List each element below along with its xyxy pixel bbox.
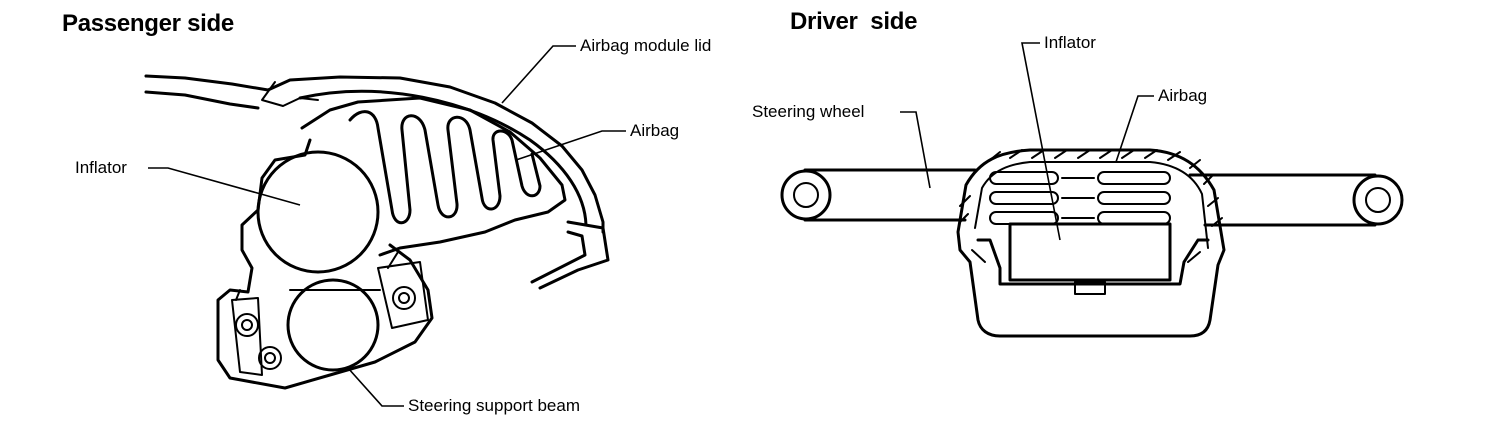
driver-folded-airbag bbox=[989, 171, 1171, 225]
leader-driver-airbag bbox=[1115, 95, 1154, 163]
leader-module-lid bbox=[501, 45, 576, 104]
label-driver-airbag: Airbag bbox=[1158, 86, 1208, 105]
leader-beam bbox=[347, 367, 404, 407]
label-passenger-inflator: Inflator bbox=[75, 158, 127, 177]
label-steering-wheel: Steering wheel bbox=[752, 102, 865, 121]
driver-side-title: Driver side bbox=[790, 8, 918, 35]
passenger-side-title: Passenger side bbox=[62, 10, 234, 37]
module-lid bbox=[298, 89, 588, 227]
leader-airbag bbox=[515, 130, 626, 161]
airbag-housing bbox=[300, 96, 567, 257]
leader-inflator bbox=[148, 167, 301, 206]
steering-wheel-spoke bbox=[803, 168, 1377, 227]
dashboard-panel bbox=[144, 74, 605, 234]
folded-airbag bbox=[348, 110, 542, 225]
inflator-cylinder bbox=[256, 150, 380, 274]
driver-module-cover bbox=[956, 148, 1226, 338]
bolt-icon bbox=[235, 286, 416, 370]
label-airbag-module-lid: Airbag module lid bbox=[580, 36, 712, 55]
inflator-housing bbox=[216, 138, 434, 390]
leader-driver-inflator bbox=[1021, 42, 1061, 241]
label-passenger-airbag: Airbag bbox=[630, 121, 680, 140]
leader-steering-wheel bbox=[900, 111, 931, 189]
passenger-side-drawing bbox=[144, 45, 626, 407]
driver-inflator bbox=[1008, 222, 1172, 282]
label-steering-support-beam: Steering support beam bbox=[408, 396, 580, 415]
steering-support-beam bbox=[286, 278, 380, 372]
driver-side-drawing bbox=[780, 42, 1404, 338]
label-driver-inflator: Inflator bbox=[1044, 33, 1096, 52]
